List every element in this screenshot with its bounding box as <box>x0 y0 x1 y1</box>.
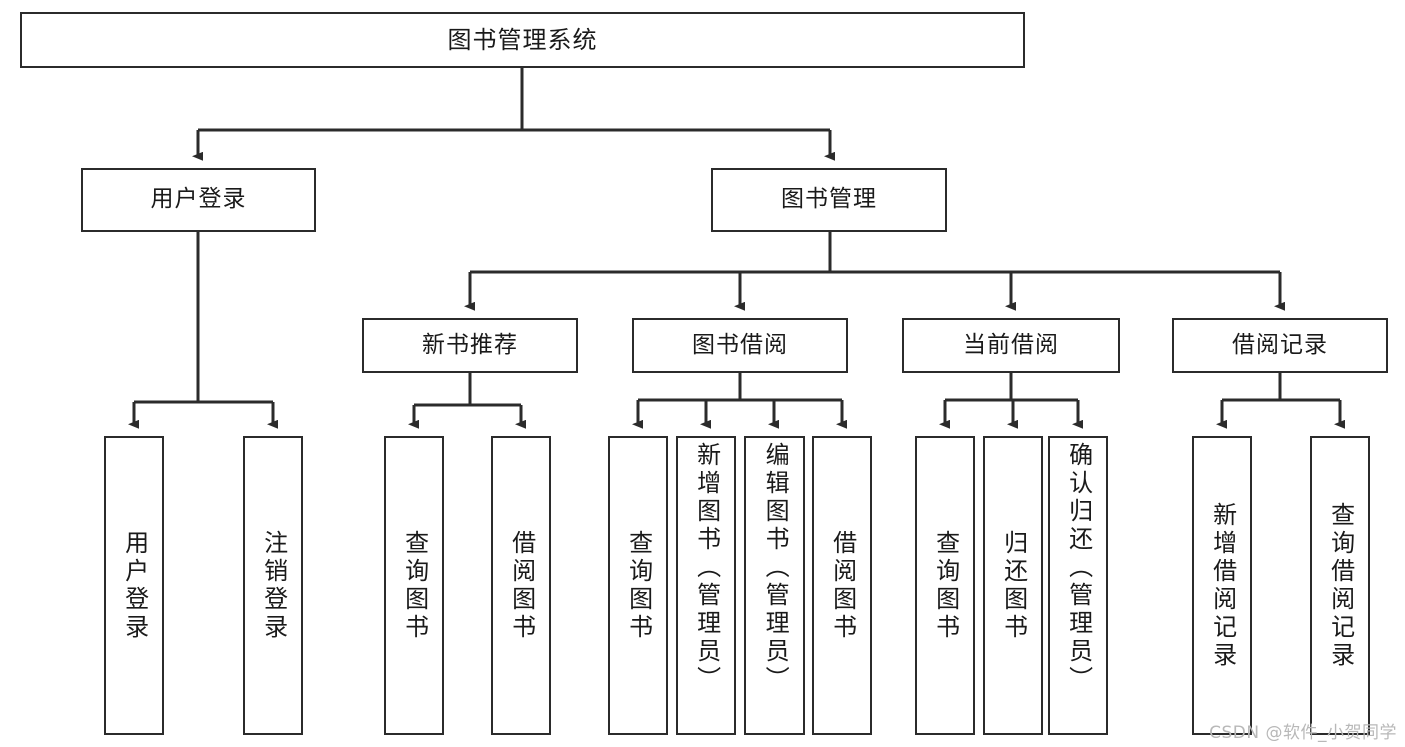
leaf-add-book[interactable]: 新增图书（管理员） <box>676 436 736 735</box>
leaf-add-record[interactable]: 新增借阅记录 <box>1192 436 1252 735</box>
leaf-return-book[interactable]: 归还图书 <box>983 436 1043 735</box>
leaf-query-book-2-label: 查询图书 <box>624 529 653 642</box>
node-borrow-record-label: 借阅记录 <box>1232 331 1328 358</box>
node-root-label: 图书管理系统 <box>447 25 598 54</box>
leaf-edit-book-label: 编辑图书（管理员） <box>761 442 790 694</box>
node-book-manage[interactable]: 图书管理 <box>711 168 947 232</box>
leaf-confirm-return[interactable]: 确认归还（管理员） <box>1048 436 1108 735</box>
leaf-add-record-label: 新增借阅记录 <box>1208 501 1237 670</box>
leaf-borrow-book-1-label: 借阅图书 <box>507 529 536 642</box>
leaf-borrow-book-2-label: 借阅图书 <box>828 529 857 642</box>
leaf-user-login[interactable]: 用户登录 <box>104 436 164 735</box>
node-user-login-label: 用户登录 <box>150 186 247 213</box>
node-new-book-recommend[interactable]: 新书推荐 <box>362 318 578 373</box>
leaf-query-book-2[interactable]: 查询图书 <box>608 436 668 735</box>
node-borrow-record[interactable]: 借阅记录 <box>1172 318 1388 373</box>
leaf-query-record-label: 查询借阅记录 <box>1326 501 1355 670</box>
node-user-login[interactable]: 用户登录 <box>81 168 316 232</box>
leaf-borrow-book-2[interactable]: 借阅图书 <box>812 436 872 735</box>
leaf-return-book-label: 归还图书 <box>999 529 1028 642</box>
leaf-edit-book[interactable]: 编辑图书（管理员） <box>744 436 805 735</box>
leaf-add-book-label: 新增图书（管理员） <box>692 442 721 694</box>
node-root[interactable]: 图书管理系统 <box>20 12 1025 68</box>
node-book-borrow-label: 图书借阅 <box>692 331 788 358</box>
node-current-borrow[interactable]: 当前借阅 <box>902 318 1120 373</box>
leaf-user-login-label: 用户登录 <box>120 529 149 642</box>
leaf-confirm-return-label: 确认归还（管理员） <box>1064 442 1093 694</box>
leaf-query-book-1-label: 查询图书 <box>400 529 429 642</box>
leaf-borrow-book-1[interactable]: 借阅图书 <box>491 436 551 735</box>
leaf-query-book-3-label: 查询图书 <box>931 529 960 642</box>
leaf-user-logout-label: 注销登录 <box>259 529 288 642</box>
node-current-borrow-label: 当前借阅 <box>963 331 1059 358</box>
leaf-user-logout[interactable]: 注销登录 <box>243 436 303 735</box>
csdn-watermark: CSDN @软件_小贺同学 <box>1209 723 1397 743</box>
leaf-query-record[interactable]: 查询借阅记录 <box>1310 436 1370 735</box>
node-book-manage-label: 图书管理 <box>781 186 877 213</box>
leaf-query-book-1[interactable]: 查询图书 <box>384 436 444 735</box>
leaf-query-book-3[interactable]: 查询图书 <box>915 436 975 735</box>
node-book-borrow[interactable]: 图书借阅 <box>632 318 848 373</box>
node-new-book-recommend-label: 新书推荐 <box>422 331 518 358</box>
